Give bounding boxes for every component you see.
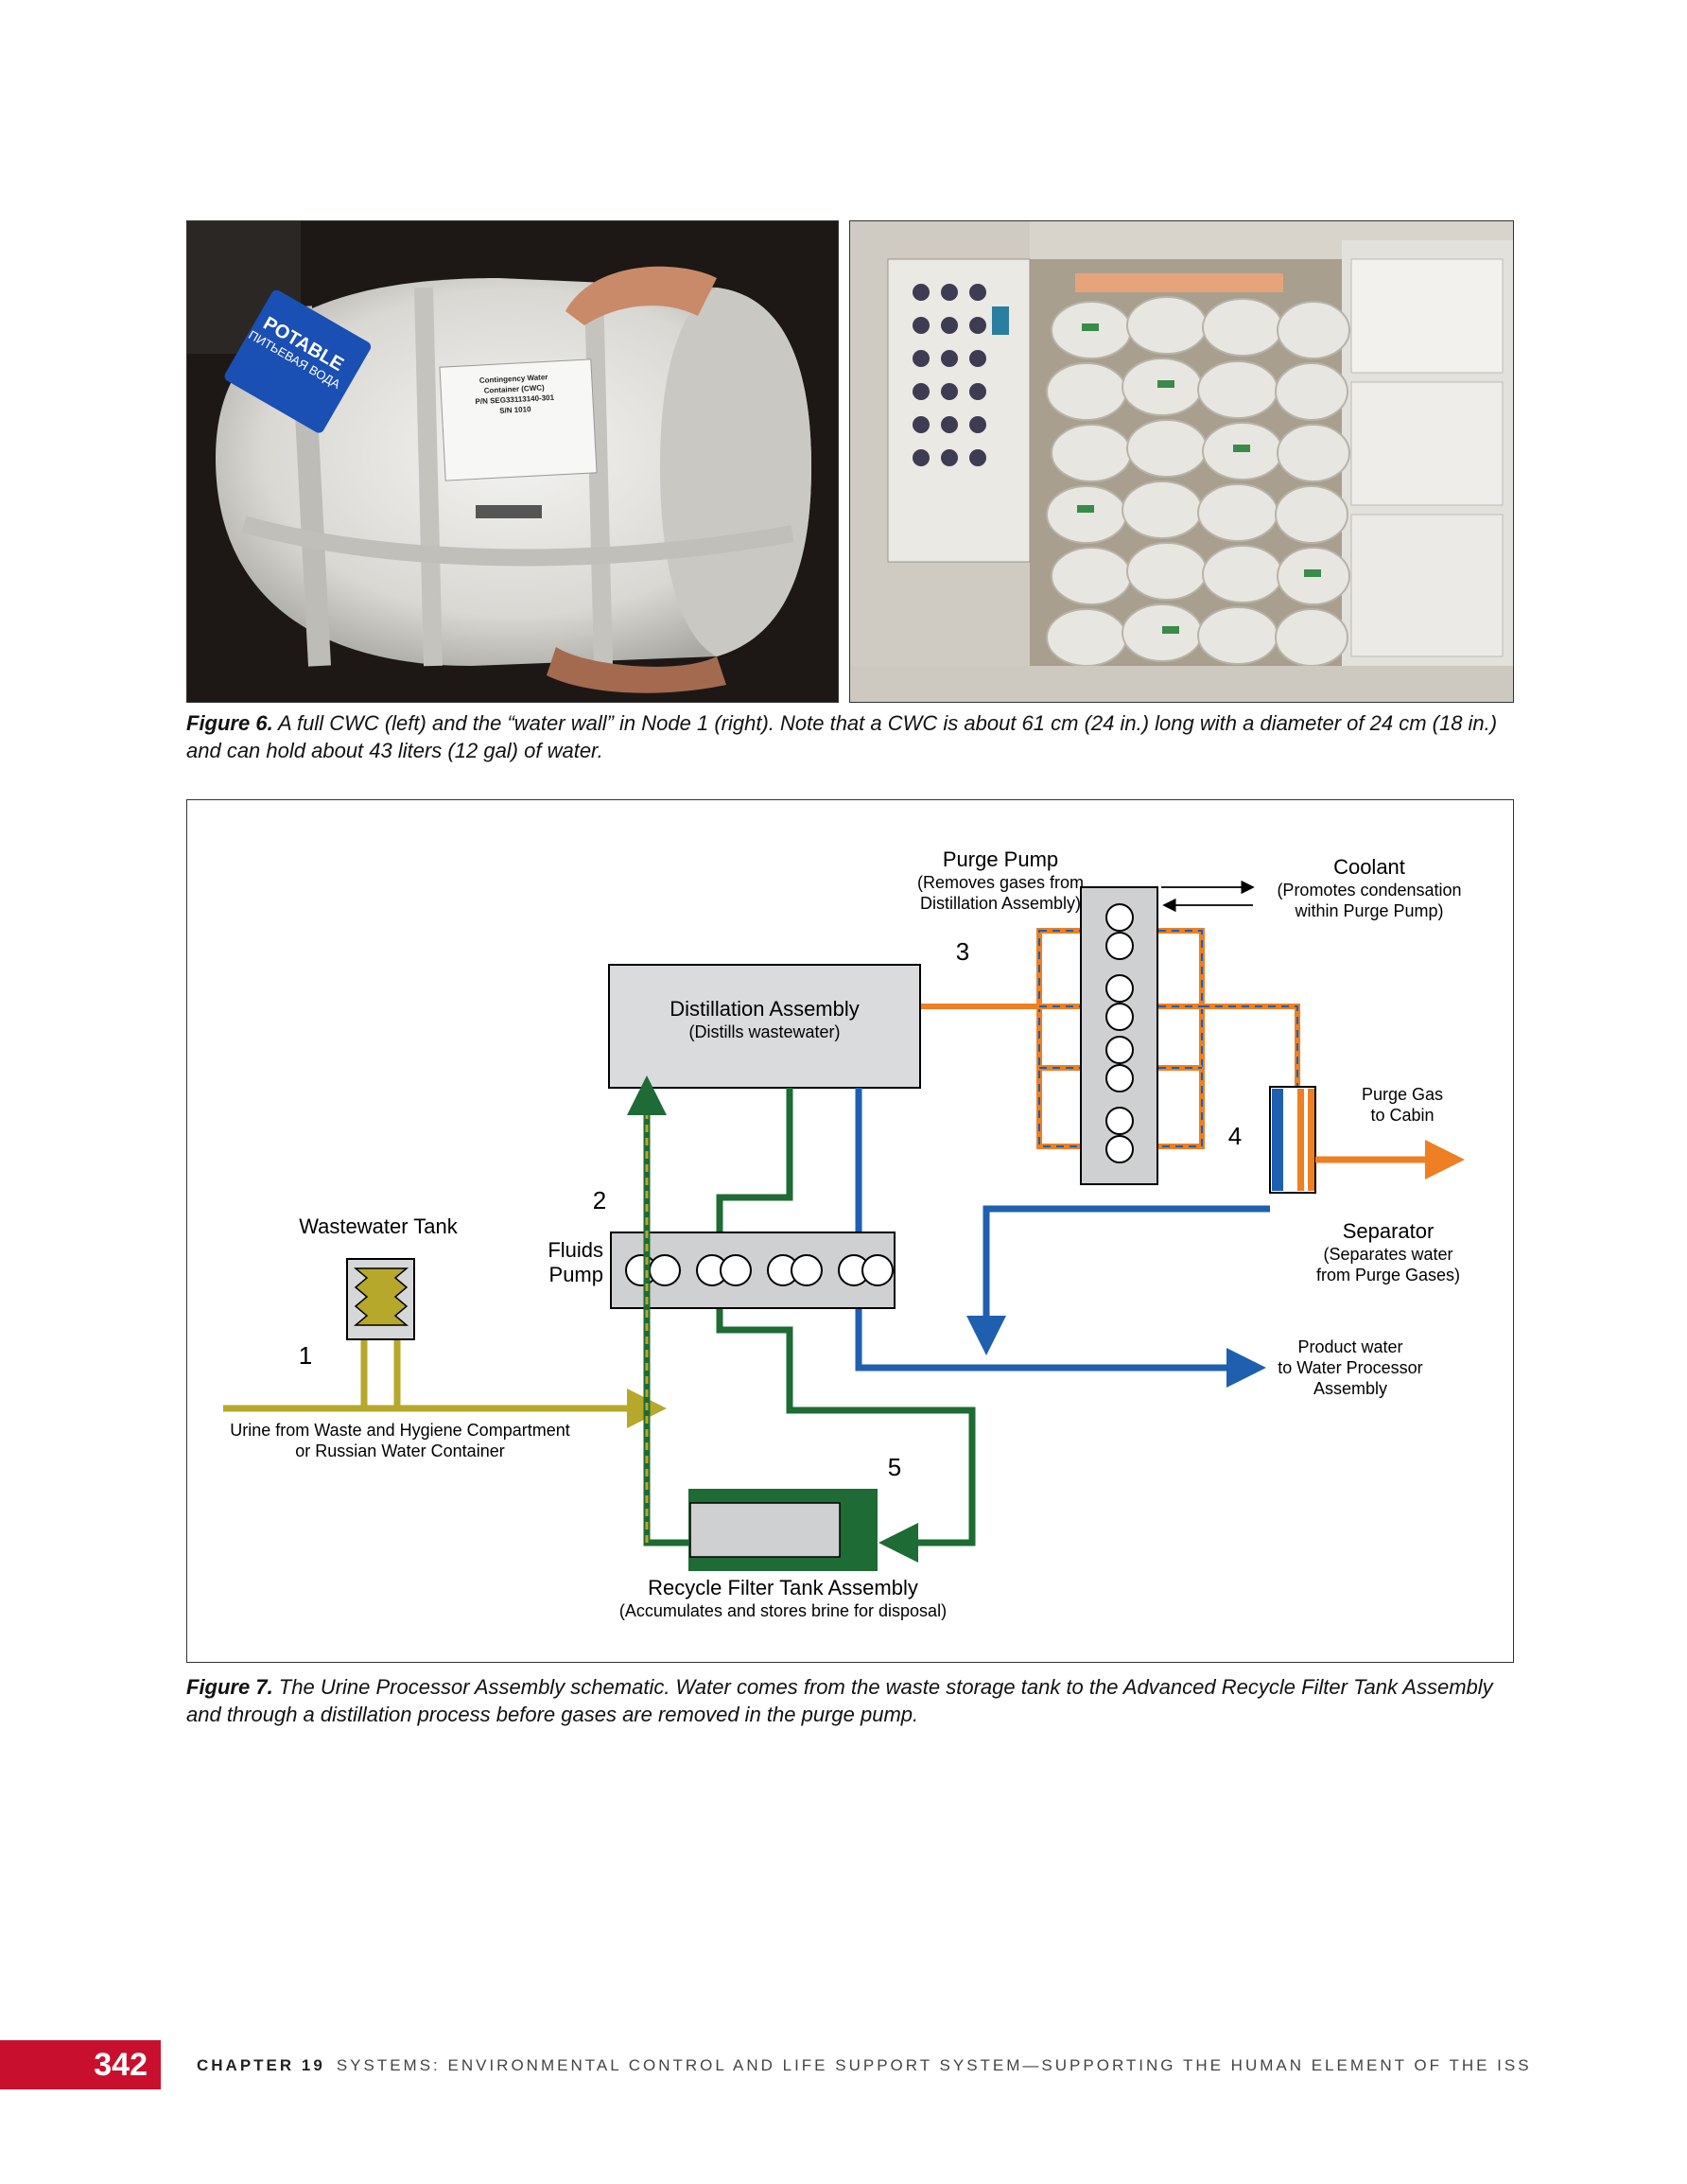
distillation-assembly-box (608, 964, 921, 1089)
recycle-filter-title: Recycle Filter Tank Assembly (648, 1576, 918, 1599)
step-number-3: 3 (955, 937, 970, 966)
urine-source-label: Urine from Waste and Hygiene Compartment… (216, 1420, 584, 1461)
purge-gas-line: Purge Gas (1361, 1085, 1444, 1104)
coolant-arrows (1161, 880, 1255, 913)
separator (1269, 1086, 1316, 1194)
fluids-pump-label: Fluids Pump (528, 1238, 603, 1287)
coolant-label: Coolant (Promotes condensation within Pu… (1256, 855, 1483, 921)
coolant-title: Coolant (1333, 855, 1405, 879)
cwc-label: Contingency Water Container (CWC) P/N SE… (447, 370, 582, 418)
step-number-5: 5 (887, 1453, 902, 1481)
fluids-pump (610, 1232, 896, 1309)
fluids-pump-line: Fluids (548, 1238, 603, 1262)
product-water-line: Assembly (1313, 1379, 1388, 1398)
urine-source-line: Urine from Waste and Hygiene Compartment (230, 1421, 570, 1440)
figure-6-caption: Figure 6. A full CWC (left) and the “wat… (186, 709, 1512, 764)
water-wall-photo (849, 220, 1514, 703)
urine-source-line: or Russian Water Container (295, 1441, 505, 1460)
product-water-label: Product water to Water Processor Assembl… (1256, 1337, 1445, 1399)
wastewater-tank (346, 1258, 415, 1340)
purge-pump-sub: Distillation Assembly) (919, 894, 1082, 913)
recycle-filter-tank (688, 1489, 878, 1571)
recycle-filter-sub: (Accumulates and stores brine for dispos… (618, 1601, 948, 1620)
purge-pump-sub: (Removes gases from (916, 873, 1085, 892)
separator-sub: from Purge Gases) (1315, 1266, 1461, 1284)
urine-processor-schematic: Purge Pump (Removes gases from Distillat… (186, 799, 1514, 1663)
schematic-diagram (223, 880, 1465, 1571)
product-water-line: Product water (1297, 1337, 1403, 1356)
figure-6-caption-label: Figure 6. (186, 711, 273, 735)
figure-7-caption-label: Figure 7. (186, 1675, 273, 1699)
urine-line (223, 1075, 667, 1543)
coolant-sub: (Promotes condensation (1277, 881, 1462, 900)
water-wall-photo-illustration (850, 221, 1513, 702)
separator-sub: (Separates water (1323, 1245, 1453, 1264)
step-number-4: 4 (1227, 1122, 1243, 1150)
purge-pump-title: Purge Pump (942, 847, 1059, 871)
purge-gas-line: to Cabin (1370, 1106, 1435, 1125)
separator-title: Separator (1342, 1219, 1435, 1243)
distillation-sub: (Distills wastewater) (688, 1022, 841, 1041)
product-water-line (855, 1088, 1270, 1388)
running-title: SYSTEMS: ENVIRONMENTAL CONTROL AND LIFE … (336, 2056, 1532, 2074)
figure-7-caption-text: The Urine Processor Assembly schematic. … (186, 1675, 1493, 1726)
page-number: 342 (0, 2040, 161, 2089)
brine-loop (643, 1088, 976, 1563)
figure-7-caption: Figure 7. The Urine Processor Assembly s… (186, 1673, 1512, 1728)
cwc-photo (186, 220, 839, 703)
product-water-line: to Water Processor (1278, 1358, 1423, 1377)
distillation-title: Distillation Assembly (670, 997, 860, 1021)
purge-pump (1080, 886, 1158, 1185)
wastewater-tank-label: Wastewater Tank (299, 1214, 458, 1238)
distillation-assembly-label: Distillation Assembly (Distills wastewat… (609, 997, 920, 1042)
step-number-2: 2 (592, 1186, 607, 1214)
running-head: CHAPTER 19 SYSTEMS: ENVIRONMENTAL CONTROL… (197, 2053, 1532, 2079)
fluids-pump-line: Pump (548, 1263, 603, 1286)
recycle-filter-label: Recycle Filter Tank Assembly (Accumulate… (594, 1576, 972, 1621)
figure-6-caption-text: A full CWC (left) and the “water wall” i… (186, 711, 1498, 762)
chapter-label: CHAPTER 19 (197, 2056, 325, 2074)
separator-label: Separator (Separates water from Purge Ga… (1284, 1219, 1492, 1285)
purge-gas-label: Purge Gas to Cabin (1341, 1084, 1464, 1126)
coolant-sub: within Purge Pump) (1295, 901, 1444, 920)
step-number-1: 1 (298, 1341, 313, 1370)
purge-pump-label: Purge Pump (Removes gases from Distillat… (906, 847, 1095, 914)
cwc-photo-illustration (187, 221, 838, 702)
